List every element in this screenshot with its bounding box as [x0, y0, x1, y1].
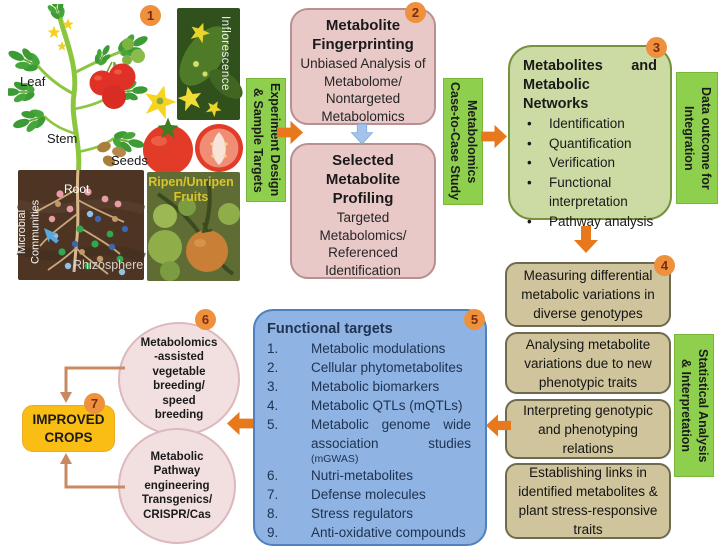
target-item: Nutri-metabolites: [311, 468, 414, 483]
functional-targets-box: Functional targets 1.Metabolic modulatio…: [253, 309, 487, 546]
engineering-circle: Metabolic Pathway engineering Transgenic…: [118, 428, 236, 544]
profiling-body: Targeted Metabolomics/ Referenced Identi…: [319, 210, 407, 278]
rhizosphere-photo: [16, 169, 146, 280]
target-item: Metabolic QTLs (mQTLs): [311, 398, 463, 413]
fingerprinting-body: Unbiased Analysis of Metabolome/ Nontarg…: [300, 56, 426, 124]
stem-label: Stem: [47, 131, 78, 146]
analysis-box-interpreting: Interpreting genotypic and phenotyping r…: [505, 399, 671, 459]
fruits-label: Ripen/Unripen Fruits: [148, 175, 234, 204]
microbe-dots: [48, 188, 129, 276]
step-badge-4: 4: [654, 255, 675, 276]
target-item: Stress regulators: [311, 506, 414, 521]
step-badge-3: 3: [646, 37, 667, 58]
networks-bullet: Identification: [549, 116, 625, 131]
networks-bullet: Pathway analysis: [549, 213, 654, 229]
step-badge-6: 6: [195, 309, 216, 330]
functional-targets-title: Functional targets: [267, 321, 393, 337]
networks-bullet: Verification: [549, 155, 616, 170]
analysis-box-establishing: Establishing links in identified metabol…: [505, 463, 671, 539]
target-item: Defense molecules: [311, 487, 426, 502]
target-item-note: (mGWAS): [311, 453, 359, 465]
bar-case-to-case-study: Metabolomics Case-to-Case Study: [443, 78, 483, 205]
whole-tomato: [143, 117, 193, 175]
tomato-cluster: [89, 61, 136, 109]
rhizosphere-label: Rhizosphere: [73, 258, 144, 272]
profiling-title: Selected Metabolite Profiling: [325, 152, 401, 207]
metabolite-profiling-box: Selected Metabolite Profiling Targeted M…: [290, 143, 436, 279]
step-badge-5: 5: [464, 309, 485, 330]
step-badge-2: 2: [405, 2, 426, 23]
arrow-analysis-to-targets: [485, 414, 511, 437]
arrow-targets-to-breeding: [226, 411, 253, 436]
bar-data-outcome: Data outcome for Integration: [676, 72, 718, 204]
inflorescence-label: Inflorescence: [219, 16, 231, 91]
metabolic-networks-box: Metabolites and Metabolic Networks Ident…: [508, 45, 672, 229]
inflorescence-photo: [175, 8, 243, 120]
networks-title: Metabolites and Metabolic Networks: [523, 58, 657, 112]
target-item: Anti-oxidative compounds: [311, 525, 466, 540]
arrow-networks-to-analysis: [574, 226, 598, 253]
networks-bullet: Functional interpretation: [549, 174, 628, 210]
target-item: Cellular phytometabolites: [311, 360, 463, 375]
target-item: Metabolic modulations: [311, 341, 446, 356]
metabolite-fingerprinting-box: Metabolite Fingerprinting Unbiased Analy…: [290, 8, 436, 125]
fruits-photo: [147, 172, 240, 281]
flower-cluster: [47, 18, 145, 65]
cut-tomato: [195, 124, 243, 172]
target-item: Metabolic biomarkers: [311, 379, 440, 394]
leaf-label: Leaf: [20, 74, 46, 89]
step-badge-1: 1: [140, 5, 161, 26]
analysis-box-measuring: Measuring differential metabolic variati…: [505, 262, 671, 327]
seeds-label: Seeds: [111, 153, 148, 168]
arrow-fingerprinting-to-profiling: [350, 124, 374, 145]
target-item: Metabolic genome wide association studie…: [311, 417, 471, 451]
microbial-communities-label: Microbial Communities: [16, 199, 42, 265]
seeds-illustration: [97, 141, 126, 167]
arrow-study-to-networks: [481, 124, 508, 149]
improved-crops-box: IMPROVED CROPS: [22, 405, 115, 452]
bar-experiment-design: Experiment Design & Sample Targets: [246, 78, 286, 202]
arrow-samples-to-fingerprinting: [277, 120, 304, 145]
bar-statistical-analysis: Statistical Analysis & Interpretation: [674, 334, 714, 477]
networks-bullet: Quantification: [549, 135, 632, 151]
microbe-pointer-arrow: [44, 228, 59, 244]
root-label: Root: [64, 182, 90, 196]
breeding-circle: Metabolomics -assisted vegetable breedin…: [118, 322, 240, 436]
tomato-flower: [140, 81, 180, 121]
connectors-to-improved-crops: [60, 366, 125, 489]
plant-illustration: [8, 4, 243, 281]
analysis-box-analysing: Analysing metabolite variations due to n…: [505, 332, 671, 394]
fingerprinting-title: Metabolite Fingerprinting: [312, 17, 414, 53]
step-badge-7: 7: [84, 393, 105, 414]
